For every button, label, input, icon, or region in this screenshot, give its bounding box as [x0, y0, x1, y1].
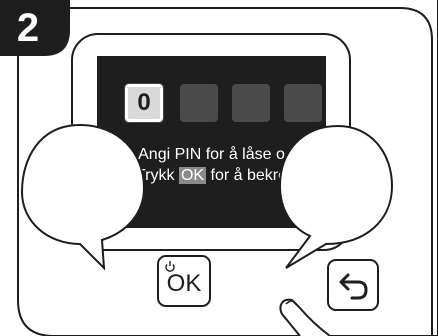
ok-button-label: OK	[158, 270, 210, 298]
right-speech-bubble	[280, 126, 392, 268]
pointing-finger	[280, 300, 330, 336]
back-button[interactable]	[328, 260, 378, 310]
left-speech-bubble	[22, 125, 144, 268]
ok-button[interactable]: OK	[158, 256, 210, 306]
